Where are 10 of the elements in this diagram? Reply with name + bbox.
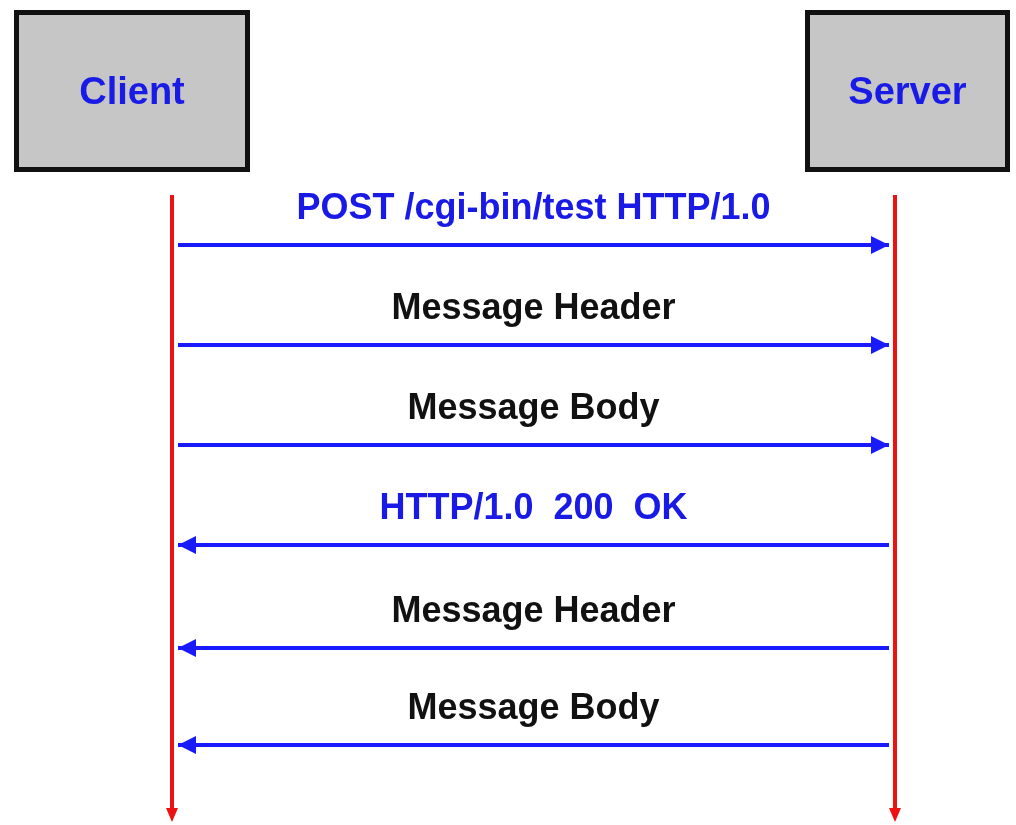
participant-box: Client: [14, 10, 250, 172]
message-arrow: [178, 736, 889, 754]
participant-box: Server: [805, 10, 1010, 172]
message-arrow: [178, 639, 889, 657]
message-arrow: [178, 536, 889, 554]
lifeline-arrow: [166, 195, 178, 822]
message-arrow: [178, 236, 889, 254]
lifeline-arrow: [889, 195, 901, 822]
message-arrow: [178, 436, 889, 454]
message-arrow: [178, 336, 889, 354]
